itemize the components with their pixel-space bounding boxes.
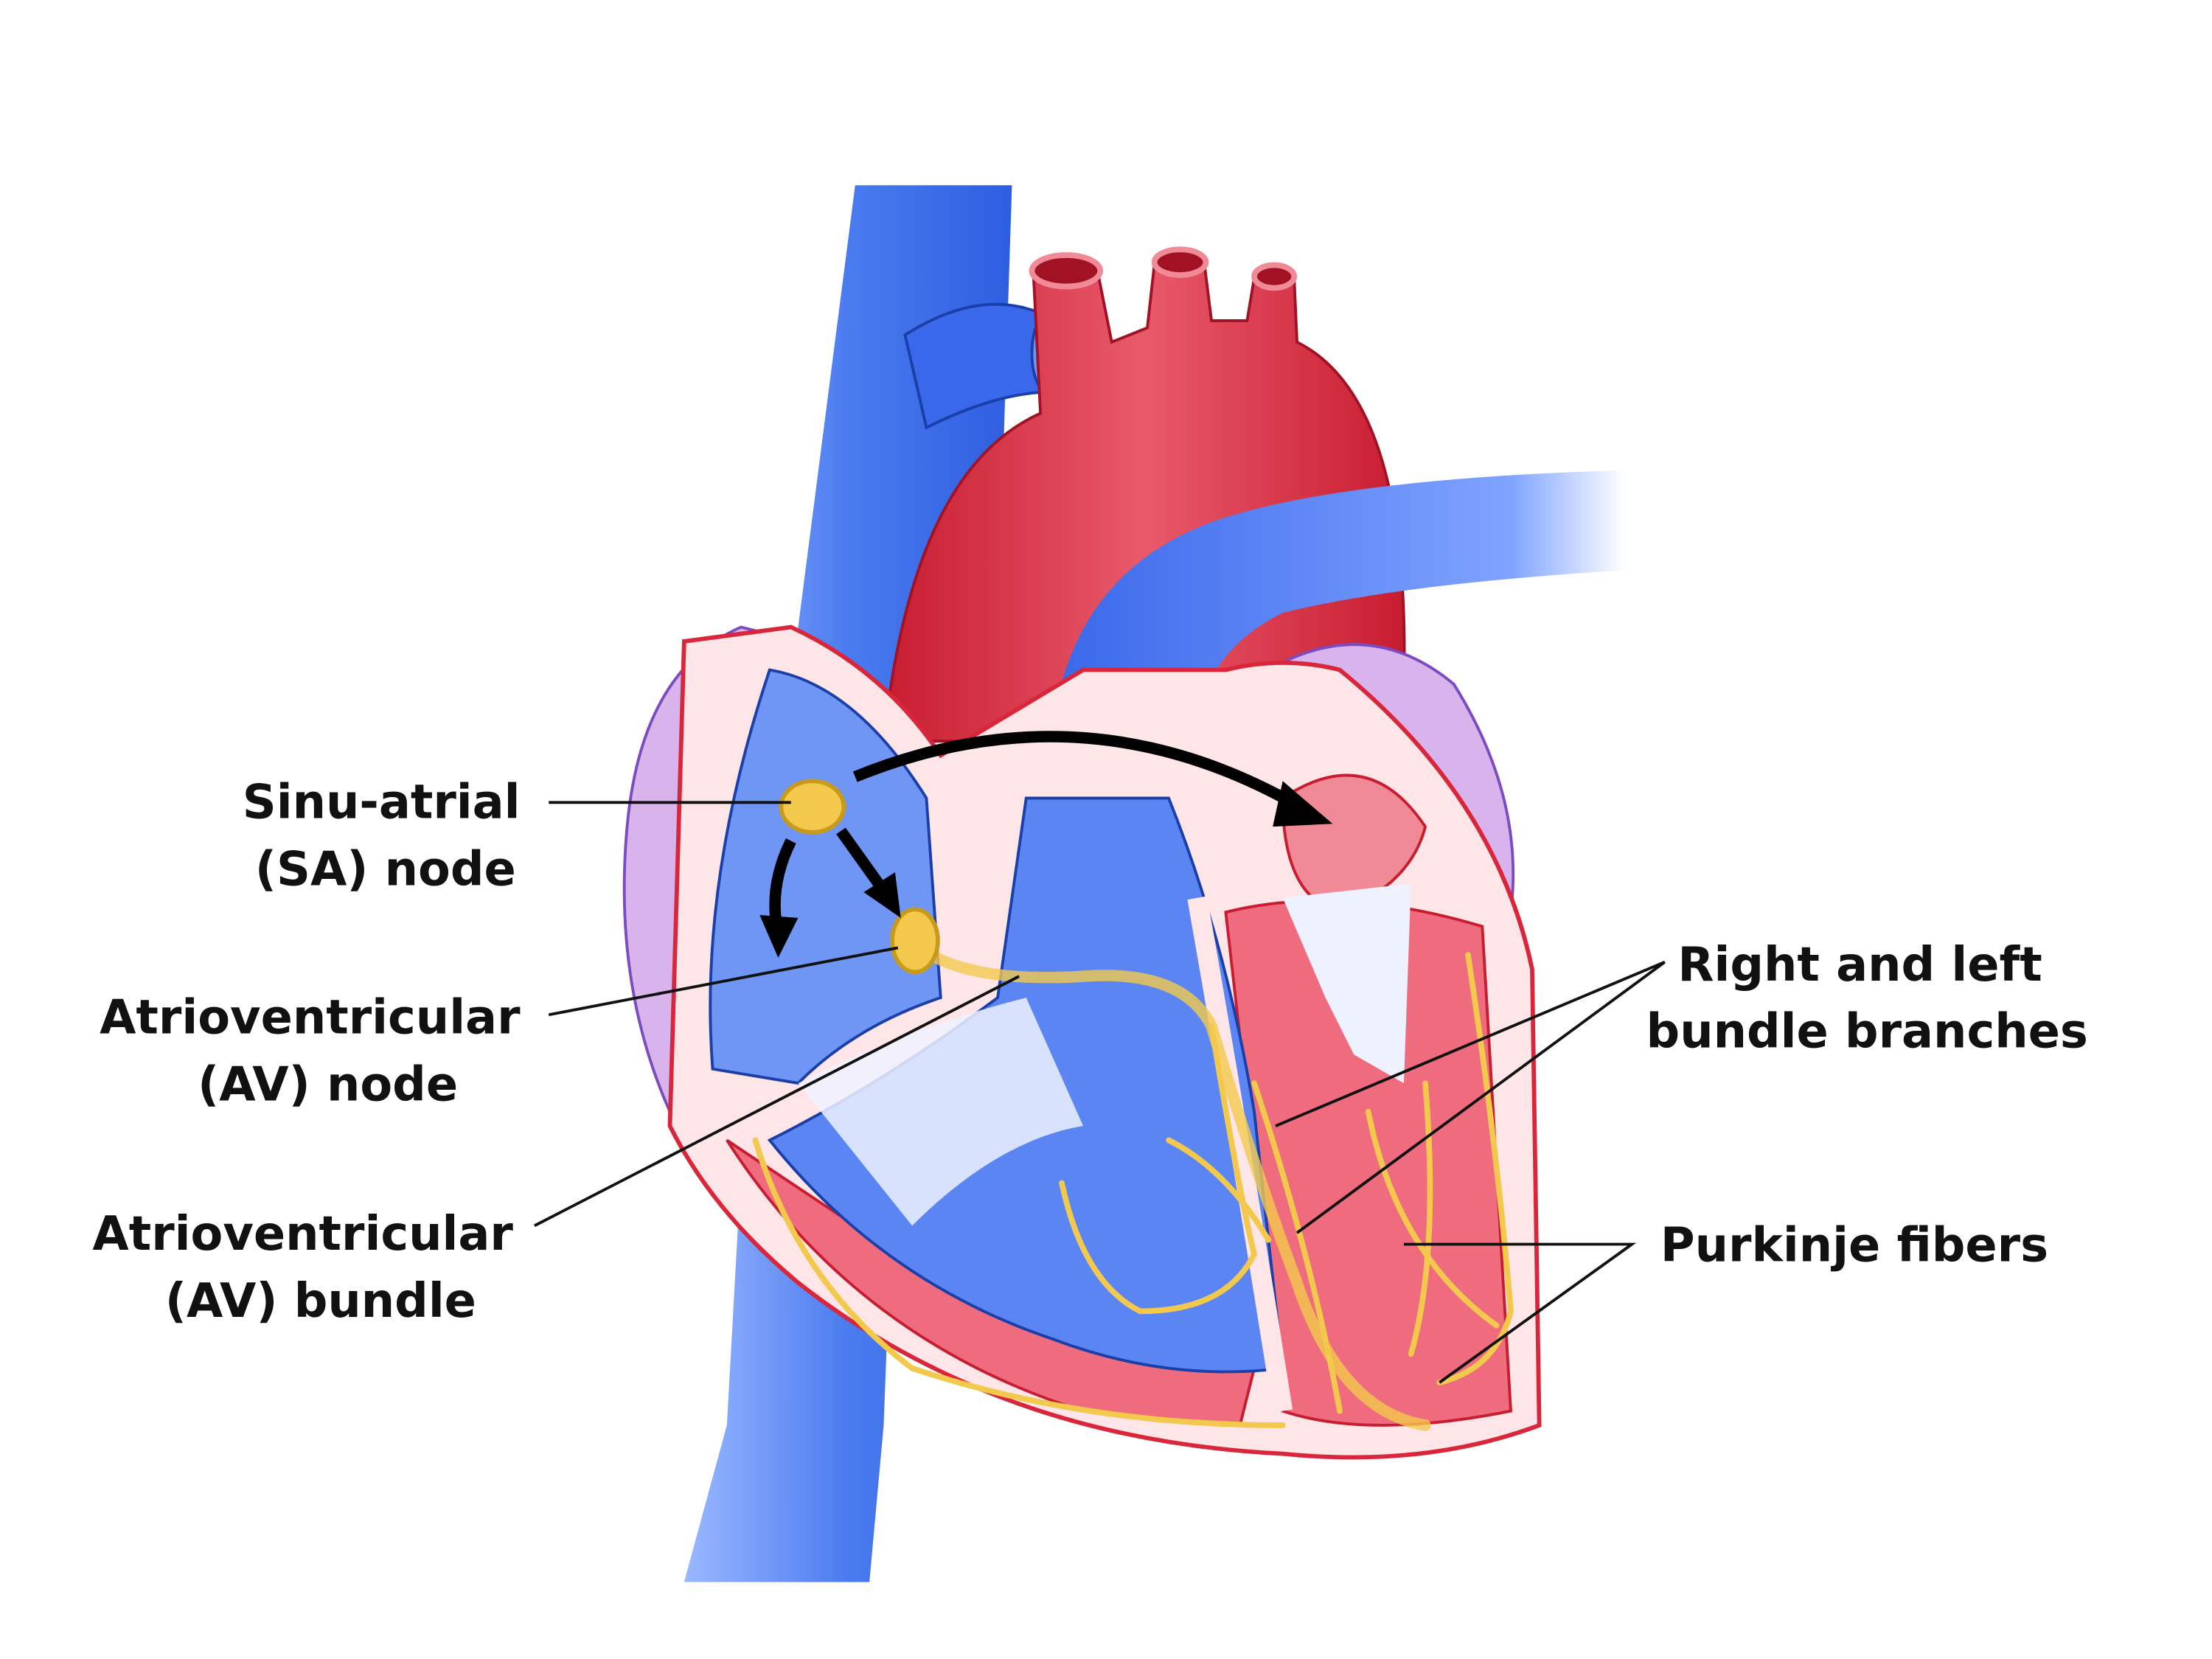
leader-av-bundle (533, 975, 1020, 1228)
conduction-fibers (752, 942, 1514, 1431)
label-bundle-branches-line1: Right and left (1677, 938, 2042, 992)
label-purkinje-fibers: Purkinje fibers (1660, 1219, 2048, 1273)
leader-av-node (548, 946, 899, 1017)
leader-bundle-branches (1275, 960, 1666, 1234)
label-sa-node-line2: (SA) node (255, 842, 516, 897)
label-bundle-branches-line2: bundle branches (1646, 1005, 2088, 1060)
label-sa-node-line1: Sinu-atrial (243, 776, 521, 830)
label-av-bundle-line1: Atrioventricular (92, 1207, 513, 1262)
arrowhead-icon (863, 872, 901, 918)
label-av-node-line1: Atrioventricular (100, 990, 521, 1045)
right-atrium-chamber (709, 668, 942, 1085)
arrowhead-icon (759, 914, 799, 958)
aortic-branch-1 (1029, 252, 1104, 290)
label-av-bundle-line2: (AV) bundle (165, 1274, 476, 1329)
mitral-valve (1282, 883, 1411, 1084)
aortic-branch-3 (1251, 262, 1298, 291)
label-av-node-line2: (AV) node (198, 1057, 458, 1112)
arrowhead-icon (1273, 781, 1333, 827)
sa-node (779, 779, 846, 835)
av-node (890, 907, 940, 975)
leader-purkinje (1403, 1242, 1637, 1384)
left-atrium-chamber (1281, 773, 1427, 914)
interventricular-septum (1187, 896, 1293, 1413)
aortic-branch-2 (1151, 246, 1209, 278)
